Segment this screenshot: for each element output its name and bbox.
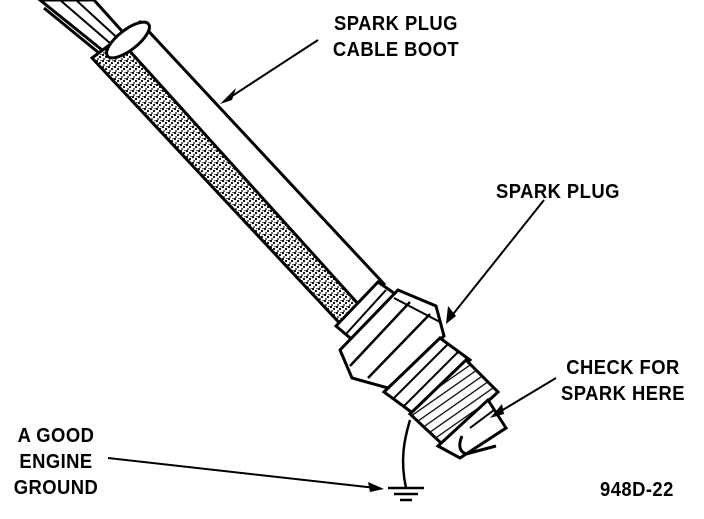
spark-plug-hex	[338, 288, 446, 390]
spark-plug-electrode	[435, 397, 509, 460]
ground-wire	[401, 419, 412, 489]
leader-check-spark	[490, 377, 557, 418]
cable-boot-label-line1: SPARK PLUG	[334, 13, 458, 35]
cable-boot	[89, 20, 407, 351]
ground-label-line1: A GOOD	[17, 425, 95, 447]
ground-symbol-icon	[388, 486, 424, 502]
check-spark-label-line1: CHECK FOR	[566, 357, 680, 379]
check-spark-label-line2: SPARK HERE	[561, 383, 685, 405]
cable-boot-label-line2: CABLE BOOT	[332, 39, 460, 61]
spark-plug-threads	[407, 357, 501, 447]
leader-ground	[107, 457, 384, 492]
ground-label-line3: GROUND	[13, 477, 99, 499]
figure-code: 948D-22	[600, 479, 674, 501]
leader-cable-boot	[220, 39, 319, 104]
spark-plug-label: SPARK PLUG	[496, 181, 620, 203]
leader-spark-plug	[446, 199, 545, 324]
spark-plug-shell	[381, 336, 473, 416]
ground-label-line2: ENGINE	[19, 451, 93, 473]
